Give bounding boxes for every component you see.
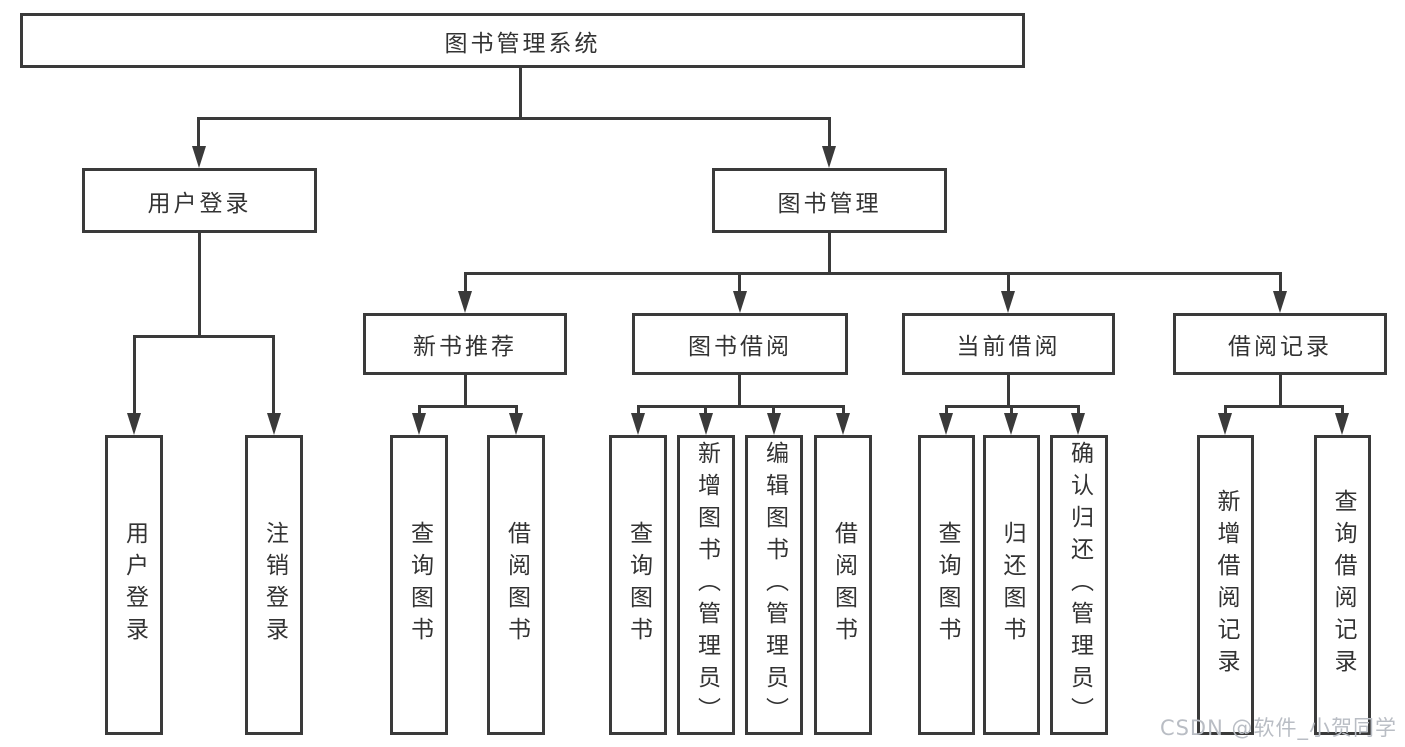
connector-new-rec-stem (464, 375, 467, 408)
leaf-borrow-book: 借阅图书 (814, 435, 872, 735)
node-book-mgmt-label: 图书管理 (777, 190, 882, 217)
arrowhead-record (1273, 291, 1287, 313)
node-book-mgmt: 图书管理 (712, 168, 947, 233)
arrowhead-d3 (1071, 413, 1085, 435)
node-book-borrow-label: 图书借阅 (688, 334, 792, 360)
connector-drop-c4 (842, 405, 845, 417)
connector-new-rec-bus (418, 405, 518, 408)
arrowhead-c2 (699, 413, 713, 435)
connector-drop-leaf-logout (272, 335, 275, 415)
leaf-add-borrow-record: 新增借阅记录 (1197, 435, 1254, 735)
arrowhead-b1 (412, 413, 426, 435)
leaf-current-query-book: 查询图书 (918, 435, 975, 735)
arrowhead-borrow (733, 291, 747, 313)
leaf-borrow-query-book-label: 查询图书 (625, 521, 652, 649)
connector-level1-bus (197, 117, 831, 120)
csdn-watermark: CSDN @软件_小贺同学 (1159, 716, 1397, 740)
connector-drop-b2 (515, 405, 518, 417)
node-new-book-rec-label: 新书推荐 (413, 334, 517, 360)
arrowhead-c1 (631, 413, 645, 435)
leaf-rec-borrow-book-label: 借阅图书 (503, 521, 530, 649)
node-current-borrow-label: 当前借阅 (956, 334, 1061, 360)
connector-drop-leaf-login (133, 335, 136, 415)
arrowhead-c3 (767, 413, 781, 435)
connector-record-stem (1279, 375, 1282, 408)
connector-borrow-bus (637, 405, 845, 408)
arrowhead-leaf-logout (267, 413, 281, 435)
node-root-label: 图书管理系统 (444, 30, 601, 57)
node-current-borrow: 当前借阅 (902, 313, 1115, 375)
arrowhead-c4 (836, 413, 850, 435)
leaf-add-book-admin-label: 新增图书（管理员） (693, 441, 720, 729)
connector-drop-c3 (772, 405, 775, 417)
leaf-rec-query-book: 查询图书 (390, 435, 448, 735)
leaf-borrow-query-book: 查询图书 (609, 435, 667, 735)
connector-drop-d3 (1077, 405, 1080, 417)
leaf-confirm-return-admin-label: 确认归还（管理员） (1066, 441, 1093, 729)
connector-user-login-bus (133, 335, 275, 338)
node-user-login: 用户登录 (82, 168, 317, 233)
arrowhead-current (1001, 291, 1015, 313)
arrowhead-user-login (192, 146, 206, 168)
connector-drop-d2 (1010, 405, 1013, 417)
leaf-add-borrow-record-label: 新增借阅记录 (1213, 489, 1239, 681)
leaf-current-query-book-label: 查询图书 (934, 521, 960, 649)
leaf-borrow-book-label: 借阅图书 (830, 521, 857, 649)
leaf-logout-label: 注销登录 (261, 521, 288, 649)
leaf-user-login: 用户登录 (105, 435, 163, 735)
connector-drop-d1 (945, 405, 948, 417)
connector-drop-c1 (637, 405, 640, 417)
connector-record-bus (1224, 405, 1344, 408)
node-root-library-system: 图书管理系统 (20, 13, 1025, 68)
arrowhead-e2 (1335, 413, 1349, 435)
leaf-query-borrow-record-label: 查询借阅记录 (1330, 489, 1356, 681)
node-user-login-label: 用户登录 (147, 190, 252, 217)
leaf-user-login-label: 用户登录 (121, 521, 148, 649)
connector-drop-user-login (197, 117, 200, 150)
arrowhead-d1 (939, 413, 953, 435)
arrowhead-b2 (509, 413, 523, 435)
arrowhead-d2 (1004, 413, 1018, 435)
connector-user-login-stem (198, 233, 201, 338)
connector-book-mgmt-stem (828, 233, 831, 275)
arrowhead-leaf-login (127, 413, 141, 435)
connector-drop-b1 (418, 405, 421, 417)
connector-root-stem (519, 68, 522, 119)
connector-drop-record (1279, 272, 1282, 294)
connector-drop-e2 (1341, 405, 1344, 417)
leaf-add-book-admin: 新增图书（管理员） (677, 435, 735, 735)
arrowhead-e1 (1218, 413, 1232, 435)
leaf-rec-query-book-label: 查询图书 (406, 521, 433, 649)
leaf-return-book-label: 归还图书 (999, 521, 1025, 649)
arrowhead-new-rec (458, 291, 472, 313)
connector-drop-e1 (1224, 405, 1227, 417)
connector-drop-c2 (704, 405, 707, 417)
leaf-query-borrow-record: 查询借阅记录 (1314, 435, 1371, 735)
node-borrow-record: 借阅记录 (1173, 313, 1387, 375)
leaf-rec-borrow-book: 借阅图书 (487, 435, 545, 735)
node-new-book-rec: 新书推荐 (363, 313, 567, 375)
leaf-logout: 注销登录 (245, 435, 303, 735)
connector-drop-new-rec (464, 272, 467, 294)
arrowhead-book-mgmt (822, 146, 836, 168)
connector-drop-book-mgmt (828, 117, 831, 150)
connector-drop-borrow (738, 272, 741, 294)
node-borrow-record-label: 借阅记录 (1228, 334, 1332, 360)
connector-level3-bus (464, 272, 1282, 275)
connector-current-stem (1007, 375, 1010, 408)
leaf-confirm-return-admin: 确认归还（管理员） (1050, 435, 1108, 735)
connector-drop-current (1007, 272, 1010, 294)
connector-borrow-stem (738, 375, 741, 408)
node-book-borrow: 图书借阅 (632, 313, 848, 375)
leaf-edit-book-admin-label: 编辑图书（管理员） (761, 441, 788, 729)
leaf-edit-book-admin: 编辑图书（管理员） (745, 435, 803, 735)
leaf-return-book: 归还图书 (983, 435, 1040, 735)
